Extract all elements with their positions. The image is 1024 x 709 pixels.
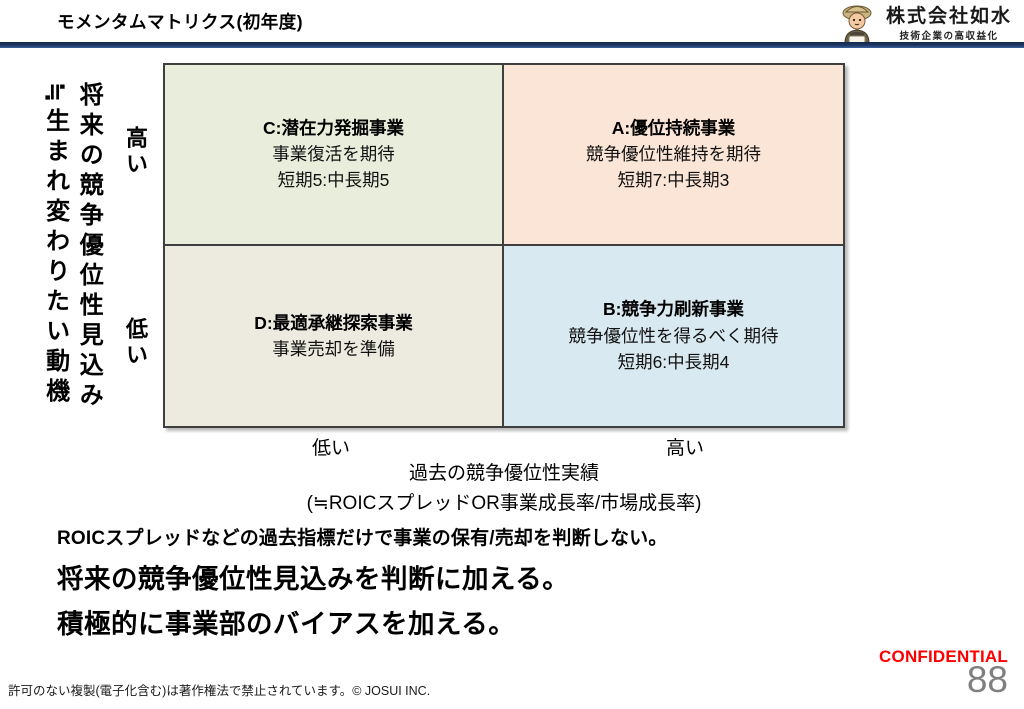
y-axis-label-secondary: ≒生まれ変わりたい動機: [41, 82, 69, 409]
y-axis-tick-high: 高い: [123, 126, 148, 178]
x-axis-title-block: 過去の競争優位性実績 (≒ROICスプレッドOR事業成長率/市場成長率): [163, 458, 845, 515]
momentum-matrix: C:潜在力発掘事業 事業復活を期待 短期5:中長期5 A:優位持続事業 競争優位…: [163, 63, 845, 428]
key-message-line1: ROICスプレッドなどの過去指標だけで事業の保有/売却を判断しない。: [57, 528, 668, 549]
logo-company-name: 株式会社如水: [885, 4, 1012, 27]
confidential-label: CONFIDENTIAL: [879, 647, 1008, 666]
x-axis-subtitle: (≒ROICスプレッドOR事業成長率/市場成長率): [306, 493, 702, 514]
key-message-line2: 将来の競争優位性見込みを判断に加える。: [57, 564, 570, 594]
quadrant-c-ratio: 短期5:中長期5: [277, 170, 390, 191]
x-axis-tick-high: 高い: [665, 438, 705, 459]
quadrant-a-ratio: 短期7:中長期3: [617, 170, 730, 191]
quadrant-b-ratio: 短期6:中長期4: [617, 351, 730, 372]
x-axis-title: 過去の競争優位性実績: [408, 463, 599, 484]
quadrant-a-title: A:優位持続事業: [611, 117, 736, 138]
page-number: 88: [966, 659, 1008, 700]
quadrant-b-competitive-renewal: B:競争力刷新事業 競争優位性を得るべく期待 短期6:中長期4: [504, 245, 843, 426]
y-axis-label-primary: 将来の競争優位性見込み: [75, 82, 103, 412]
y-axis-tick-low: 低い: [123, 317, 148, 369]
company-logo: 株式会社如水 技術企業の高収益化: [835, 3, 1012, 45]
quadrant-c-title: C:潜在力発掘事業: [263, 117, 404, 138]
quadrant-b-desc: 競争優位性を得るべく期待: [568, 325, 779, 346]
title-accent-bar: [0, 42, 1024, 48]
logo-text: 株式会社如水 技術企業の高収益化: [885, 4, 1012, 43]
quadrant-d-title: D:最適承継探索事業: [254, 312, 413, 333]
y-axis-label: 将来の競争優位性見込み ≒生まれ変わりたい動機: [38, 82, 105, 412]
quadrant-d-desc: 事業売却を準備: [272, 338, 395, 359]
quadrant-c-potential-discovery: C:潜在力発掘事業 事業復活を期待 短期5:中長期5: [165, 65, 504, 246]
logo-tagline: 技術企業の高収益化: [899, 31, 999, 43]
quadrant-d-succession-search: D:最適承継探索事業 事業売却を準備: [165, 245, 504, 426]
key-message-block: ROICスプレッドなどの過去指標だけで事業の保有/売却を判断しない。 将来の競争…: [57, 523, 668, 641]
quadrant-a-sustained-advantage: A:優位持続事業 競争優位性維持を期待 短期7:中長期3: [504, 65, 843, 246]
x-axis-tick-low: 低い: [311, 438, 351, 459]
key-message-line3: 積極的に事業部のバイアスを加える。: [57, 609, 516, 639]
quadrant-a-desc: 競争優位性維持を期待: [586, 144, 761, 165]
page-title: モメンタムマトリクス(初年度): [57, 12, 304, 32]
quadrant-c-desc: 事業復活を期待: [272, 144, 395, 165]
quadrant-b-title: B:競争力刷新事業: [603, 299, 744, 320]
mascot-icon: [842, 5, 872, 44]
copyright-notice: 許可のない複製(電子化含む)は著作権法で禁止されています。© JOSUI INC…: [8, 684, 431, 698]
